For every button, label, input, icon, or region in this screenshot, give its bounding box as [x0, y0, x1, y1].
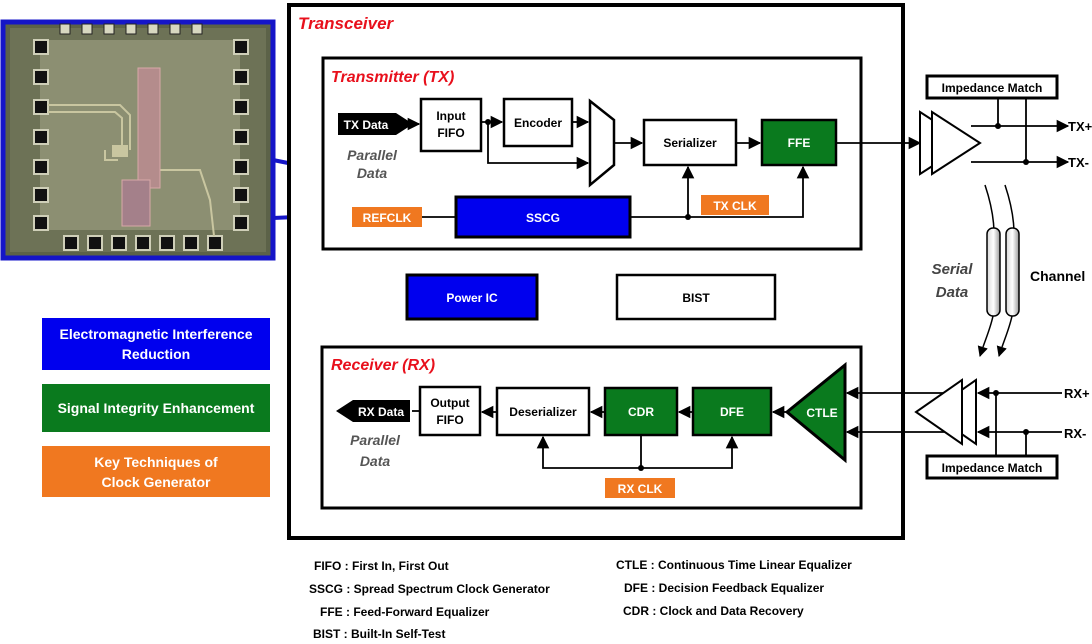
- rx-plus-junction: [993, 390, 999, 396]
- tx-parallel-line2: Data: [357, 165, 388, 181]
- rx-parallel-line2: Data: [360, 453, 391, 469]
- glossary-item: SSCG : Spread Spectrum Clock Generator: [309, 582, 550, 596]
- transmitter-title: Transmitter (TX): [331, 69, 454, 86]
- ffe-label: FFE: [788, 136, 811, 150]
- rx-receiver-amp: [914, 378, 977, 446]
- tx-clk-tag: [701, 195, 769, 215]
- rx-parallel-line1: Parallel: [350, 432, 401, 448]
- dfe-block: [691, 386, 773, 437]
- output-fifo-line1: Output: [430, 396, 469, 410]
- legend-si-box: [42, 384, 270, 432]
- output-fifo-line2: FIFO: [436, 413, 463, 427]
- power-ic-label: Power IC: [446, 291, 498, 305]
- tx-plus-label: TX+: [1068, 119, 1092, 134]
- rx-data-label: RX Data: [358, 405, 404, 419]
- legend-emi-line1: Electromagnetic Interference: [60, 326, 253, 342]
- legend-emi-line2: Reduction: [122, 346, 190, 362]
- glossary-left: FIFO : First In, First Out SSCG : Spread…: [309, 559, 550, 641]
- channel-cable: [977, 184, 1020, 358]
- serial-data-line1: Serial: [932, 261, 974, 278]
- serializer-label: Serializer: [663, 136, 717, 150]
- legend-clock-line1: Key Techniques of: [94, 454, 218, 470]
- impedance-match-top: [925, 74, 1059, 100]
- input-fifo-block: [419, 97, 483, 153]
- serializer-block: [642, 118, 738, 167]
- bist-label: BIST: [682, 291, 710, 305]
- sscg-block: [454, 195, 632, 239]
- tx-driver-amp: [919, 110, 982, 176]
- impedance-match-bottom: [925, 454, 1059, 480]
- ctle-label: CTLE: [806, 406, 837, 420]
- legend-clock-line2: Clock Generator: [102, 474, 211, 490]
- sscg-label: SSCG: [526, 211, 560, 225]
- rx-clk-junction: [638, 465, 644, 471]
- cdr-label: CDR: [628, 405, 654, 419]
- tx-minus-junction: [1023, 159, 1029, 165]
- refclk-tag: [352, 207, 422, 227]
- channel-label: Channel: [1030, 268, 1085, 284]
- impedance-match-bottom-label: Impedance Match: [942, 461, 1043, 475]
- receiver-title: Receiver (RX): [331, 357, 435, 374]
- chip-die-photo: [0, 19, 276, 261]
- power-ic-block: [405, 273, 539, 321]
- rx-minus-label: RX-: [1064, 426, 1086, 441]
- tx-minus-label: TX-: [1068, 155, 1089, 170]
- glossary-item: FIFO : First In, First Out: [314, 559, 449, 573]
- ctle-block: [784, 361, 847, 464]
- glossary-right: CTLE : Continuous Time Linear Equalizer …: [616, 558, 852, 618]
- tx-data-tag: [338, 113, 413, 135]
- deserializer-block: [495, 386, 591, 437]
- refclk-label: REFCLK: [363, 211, 412, 225]
- tx-mux: [588, 98, 616, 188]
- glossary-item: BIST : Built-In Self-Test: [313, 627, 445, 641]
- rx-plus-label: RX+: [1064, 386, 1090, 401]
- glossary-item: CDR : Clock and Data Recovery: [623, 604, 804, 618]
- glossary-item: CTLE : Continuous Time Linear Equalizer: [616, 558, 852, 572]
- tx-clk-junction: [685, 214, 691, 220]
- dfe-label: DFE: [720, 405, 744, 419]
- input-fifo-line2: FIFO: [437, 126, 464, 140]
- glossary-item: FFE : Feed-Forward Equalizer: [320, 605, 490, 619]
- tx-plus-junction: [995, 123, 1001, 129]
- glossary-item: DFE : Decision Feedback Equalizer: [624, 581, 824, 595]
- input-fifo-line1: Input: [436, 109, 465, 123]
- tx-parallel-line1: Parallel: [347, 147, 398, 163]
- impedance-match-top-label: Impedance Match: [942, 81, 1043, 95]
- encoder-label: Encoder: [514, 116, 562, 130]
- legend-si-line1: Signal Integrity Enhancement: [58, 400, 255, 416]
- tx-data-label: TX Data: [344, 118, 389, 132]
- rx-minus-junction: [1023, 429, 1029, 435]
- rx-data-tag: [336, 400, 410, 422]
- legend: Electromagnetic Interference Reduction S…: [42, 318, 270, 497]
- ffe-block: [760, 118, 838, 167]
- tx-clk-label: TX CLK: [713, 199, 757, 213]
- rx-clk-label: RX CLK: [618, 482, 663, 496]
- deserializer-label: Deserializer: [509, 405, 577, 419]
- output-fifo-block: [418, 385, 482, 437]
- serial-data-line2: Data: [936, 284, 969, 301]
- tx-data-junction: [485, 119, 491, 125]
- legend-clock-box: [42, 446, 270, 497]
- rx-clk-tag: [605, 478, 675, 498]
- legend-emi-box: [42, 318, 270, 370]
- bist-block: [615, 273, 777, 321]
- transceiver-title: Transceiver: [298, 14, 395, 33]
